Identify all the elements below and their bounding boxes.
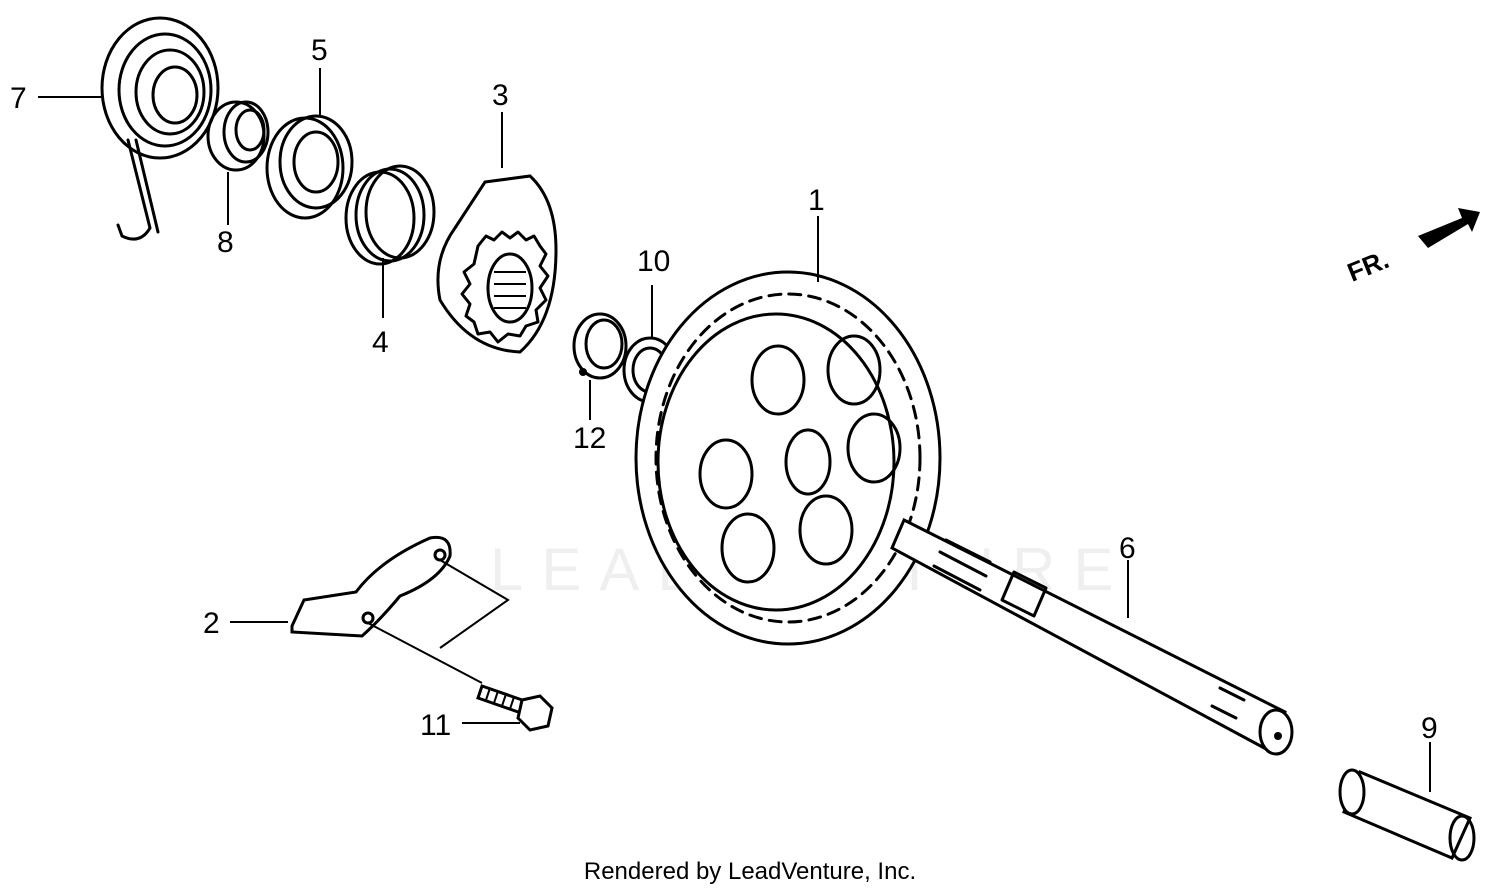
- part-8-collar[interactable]: [206, 100, 270, 172]
- part-9-pin[interactable]: [1338, 768, 1476, 862]
- callout-12: 12: [573, 422, 606, 455]
- callout-4: 4: [372, 326, 389, 359]
- callout-7: 7: [10, 82, 27, 115]
- callout-6: 6: [1119, 532, 1136, 565]
- callout-5: 5: [311, 34, 328, 67]
- footer-credit: Rendered by LeadVenture, Inc.: [583, 858, 917, 885]
- part-2-plate[interactable]: [290, 535, 510, 684]
- callout-11: 11: [420, 709, 451, 742]
- callout-3: 3: [492, 79, 509, 112]
- part-4-spring[interactable]: [344, 164, 436, 266]
- callout-2: 2: [203, 607, 220, 640]
- part-5-washer[interactable]: [265, 114, 354, 220]
- part-1-gear[interactable]: [634, 270, 942, 646]
- part-12-circlip[interactable]: [572, 312, 628, 380]
- part-11-bolt[interactable]: [476, 684, 554, 732]
- front-indicator: FR.: [1343, 244, 1393, 288]
- part-6-shaft[interactable]: [890, 517, 1294, 756]
- callout-10: 10: [637, 245, 670, 278]
- callout-9: 9: [1421, 712, 1438, 745]
- part-7-spring[interactable]: [100, 16, 220, 241]
- callout-1: 1: [808, 184, 825, 217]
- callout-8: 8: [217, 226, 234, 259]
- front-direction-arrow-icon: [1418, 208, 1480, 248]
- part-3-ratchet[interactable]: [436, 174, 558, 354]
